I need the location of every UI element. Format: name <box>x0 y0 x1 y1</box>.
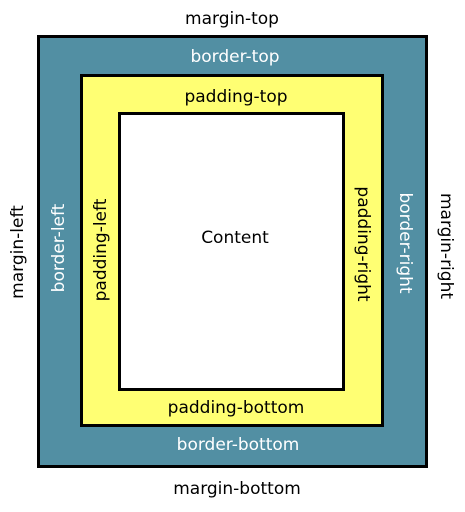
border-top-label: border-top <box>190 47 280 67</box>
border-right-label: border-right <box>395 192 415 294</box>
padding-top-label: padding-top <box>184 87 288 107</box>
content-area <box>118 112 345 391</box>
padding-bottom-label: padding-bottom <box>167 398 305 418</box>
border-bottom-label: border-bottom <box>176 435 300 455</box>
margin-top-label: margin-top <box>185 9 279 29</box>
border-left-label: border-left <box>49 203 69 293</box>
padding-right-label: padding-right <box>353 186 373 302</box>
margin-bottom-label: margin-bottom <box>173 479 301 499</box>
padding-left-label: padding-left <box>91 198 111 302</box>
margin-left-label: margin-left <box>8 205 28 299</box>
content-label: Content <box>201 228 269 248</box>
margin-right-label: margin-right <box>436 192 456 300</box>
